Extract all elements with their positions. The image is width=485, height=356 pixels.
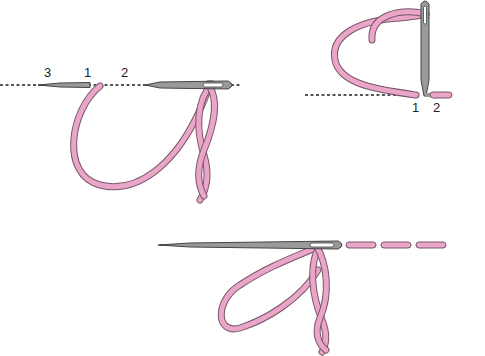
callout-number: 2 — [433, 101, 440, 115]
stitch — [381, 242, 411, 248]
stitch — [430, 92, 452, 98]
needle — [38, 83, 90, 88]
callout-number: 1 — [412, 101, 419, 115]
callout-number: 1 — [84, 66, 91, 80]
callout-number: 2 — [121, 66, 128, 80]
needle — [158, 241, 342, 249]
callout-number: 3 — [44, 66, 51, 80]
needle — [421, 1, 429, 96]
stitch — [346, 242, 376, 248]
stitch — [416, 242, 446, 248]
needle — [145, 81, 232, 89]
